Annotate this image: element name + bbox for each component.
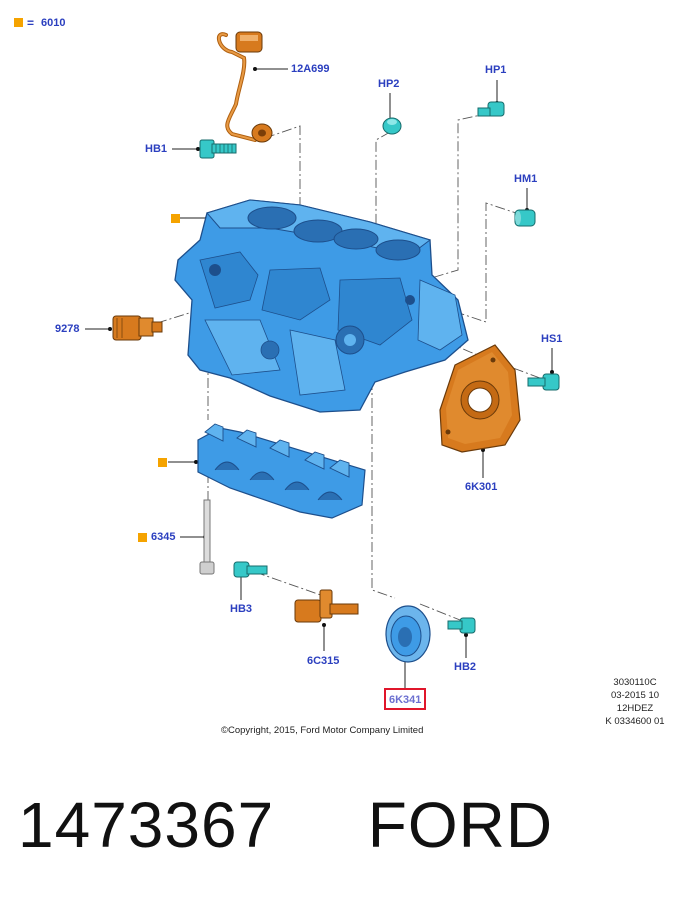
- bolt-HB1: [199, 139, 237, 159]
- reference-line-3: 12HDEZ: [616, 703, 654, 714]
- callout-HM1: HM1: [514, 173, 538, 185]
- reference-line-2: 03-2015 10: [610, 690, 660, 701]
- cylinder-block: [174, 199, 469, 413]
- reference-line-4: K 0334600 01: [605, 716, 665, 727]
- reference-line-1: 3030110C: [613, 677, 657, 688]
- callout-HP1: HP1: [485, 64, 507, 76]
- knock-sensor-12A699: [216, 31, 273, 143]
- bolt-HS1: [527, 373, 560, 391]
- callout-9278: 9278: [55, 323, 80, 335]
- orange-marker-icon: [158, 458, 167, 467]
- legend-square-icon: [14, 18, 23, 27]
- brand-name: FORD: [367, 789, 554, 861]
- reference-block: 3030110C 03-2015 10 12HDEZ K 0334600 01: [600, 676, 670, 728]
- callout-6K341: 6K341: [389, 694, 422, 706]
- orange-marker-icon: [138, 533, 147, 542]
- rear-seal-6K301: [439, 344, 521, 453]
- copyright-notice: ©Copyright, 2015, Ford Motor Company Lim…: [221, 725, 424, 736]
- callout-12A699: 12A699: [291, 63, 330, 75]
- part-number: 1473367: [18, 789, 275, 861]
- callout-HB3: HB3: [230, 603, 253, 615]
- legend-equals: =: [27, 16, 35, 30]
- front-seal-6K341: [385, 605, 431, 663]
- leader-lines: [85, 68, 553, 688]
- bolt-HB2: [447, 617, 476, 634]
- footer-title: 1473367 FORD: [18, 788, 553, 862]
- plug-HM1: [514, 209, 536, 227]
- callout-6345: 6345: [151, 531, 176, 543]
- sensor-9278: [112, 315, 163, 341]
- callout-HB2: HB2: [454, 661, 477, 673]
- callout-HB1: HB1: [145, 143, 168, 155]
- orange-marker-icon: [171, 214, 180, 223]
- sensor-6C315: [294, 589, 359, 623]
- callout-HS1: HS1: [541, 333, 563, 345]
- bearing-girdle: [197, 423, 366, 519]
- callout-6C315: 6C315: [307, 655, 340, 667]
- highlight-box: 6K341: [384, 688, 427, 710]
- bolt-HB3: [233, 561, 268, 578]
- callout-6K301: 6K301: [465, 481, 498, 493]
- bolt-6345: [199, 499, 215, 575]
- legend-code: 6010: [41, 17, 66, 29]
- callout-HP2: HP2: [378, 78, 400, 90]
- plug-HP2: [382, 117, 402, 135]
- plug-HP1: [477, 101, 505, 117]
